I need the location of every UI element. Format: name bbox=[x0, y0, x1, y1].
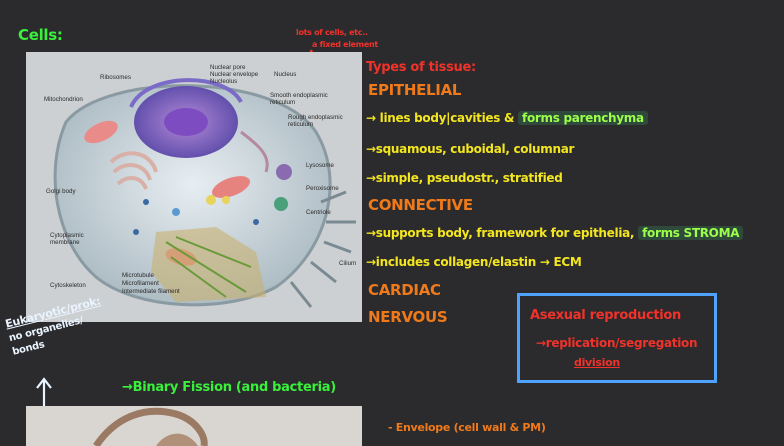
label-rough-er: Rough endoplasmic reticulum bbox=[288, 114, 343, 128]
top-annotation: lots of cells, etc.. bbox=[296, 28, 368, 37]
label-nuclear-pore: Nuclear pore bbox=[210, 64, 246, 71]
repro-line-1-text: replication/segregation bbox=[545, 336, 698, 350]
label-lysosome: Lysosome bbox=[306, 162, 334, 169]
label-cytoplasmic-membrane: Cytoplasmic membrane bbox=[50, 232, 84, 246]
label-ribosomes: Ribosomes bbox=[100, 74, 131, 81]
label-mitochondrion: Mitochondrion bbox=[44, 96, 83, 103]
arrow-icon: → bbox=[536, 336, 546, 350]
page-title: Cells: bbox=[18, 26, 63, 44]
label-microfilament: Microfilament bbox=[122, 280, 159, 287]
label-centriole: Centriole bbox=[306, 209, 331, 216]
bottom-note: - Envelope (cell wall & PM) bbox=[388, 421, 546, 434]
arrow-icon: → bbox=[122, 380, 133, 395]
connective-note-2-text: includes collagen/elastin → ECM bbox=[375, 255, 582, 269]
tissues-heading: Types of tissue: bbox=[366, 60, 476, 75]
label-nucleus: Nucleus bbox=[274, 71, 297, 78]
tissue-nervous: NERVOUS bbox=[368, 308, 448, 326]
reproduction-box: Asexual reproduction →replication/segreg… bbox=[517, 293, 717, 383]
cell-illustration bbox=[26, 52, 362, 322]
epithelial-note-3: →simple, pseudostr., stratified bbox=[366, 171, 563, 185]
side-note: Eukaryotic/prok: no organelles/ bonds bbox=[4, 294, 109, 357]
label-golgi: Golgi body bbox=[46, 188, 76, 195]
label-peroxisome: Peroxisome bbox=[306, 185, 339, 192]
label-cytoskeleton: Cytoskeleton bbox=[50, 282, 86, 289]
connective-note-1-highlight: forms STROMA bbox=[638, 226, 744, 240]
arrow-icon: → bbox=[366, 111, 376, 125]
arrow-icon: → bbox=[366, 142, 376, 156]
bacteria-illustration bbox=[93, 407, 208, 446]
tissue-epithelial: EPITHELIAL bbox=[368, 81, 462, 99]
label-cilium: Cilium bbox=[339, 260, 357, 267]
binary-fission-text: Binary Fission (and bacteria) bbox=[132, 380, 337, 395]
arrow-icon: → bbox=[366, 255, 376, 269]
repro-line-1: →replication/segregation bbox=[536, 336, 698, 350]
epithelial-note-3-text: simple, pseudostr., stratified bbox=[375, 171, 563, 185]
repro-line-2: division bbox=[574, 356, 620, 369]
tissue-connective: CONNECTIVE bbox=[368, 196, 473, 214]
tissue-cardiac: CARDIAC bbox=[368, 281, 441, 299]
label-intermediate-filament: Intermediate filament bbox=[122, 288, 180, 295]
epithelial-note-2: →squamous, cuboidal, columnar bbox=[366, 142, 574, 156]
label-microtubule: Microtubule bbox=[122, 272, 154, 279]
label-nucleolus: Nucleolus bbox=[210, 78, 238, 85]
connective-note-1-text: supports body, framework for epithelia, bbox=[375, 226, 635, 240]
bacteria-figure bbox=[26, 406, 362, 446]
connective-note-2: →includes collagen/elastin → ECM bbox=[366, 255, 582, 269]
cell-diagram: Ribosomes Nuclear pore Nuclear envelope … bbox=[26, 52, 362, 322]
label-nuclear-envelope: Nuclear envelope bbox=[210, 71, 259, 78]
repro-title: Asexual reproduction bbox=[530, 308, 682, 323]
connective-note-1: →supports body, framework for epithelia,… bbox=[366, 226, 744, 240]
epithelial-note-1: → lines body|cavities & forms parenchyma bbox=[366, 111, 648, 125]
label-smooth-er: Smooth endoplasmic reticulum bbox=[270, 92, 328, 106]
epithelial-note-1-text: lines body|cavities & bbox=[379, 111, 515, 125]
top-annotation-2: a fixed element bbox=[312, 40, 378, 49]
arrow-icon: → bbox=[366, 226, 376, 240]
arrow-icon: → bbox=[366, 171, 376, 185]
binary-fission-heading: →Binary Fission (and bacteria) bbox=[122, 380, 336, 395]
epithelial-note-2-text: squamous, cuboidal, columnar bbox=[375, 142, 575, 156]
epithelial-note-1-highlight: forms parenchyma bbox=[518, 111, 648, 125]
